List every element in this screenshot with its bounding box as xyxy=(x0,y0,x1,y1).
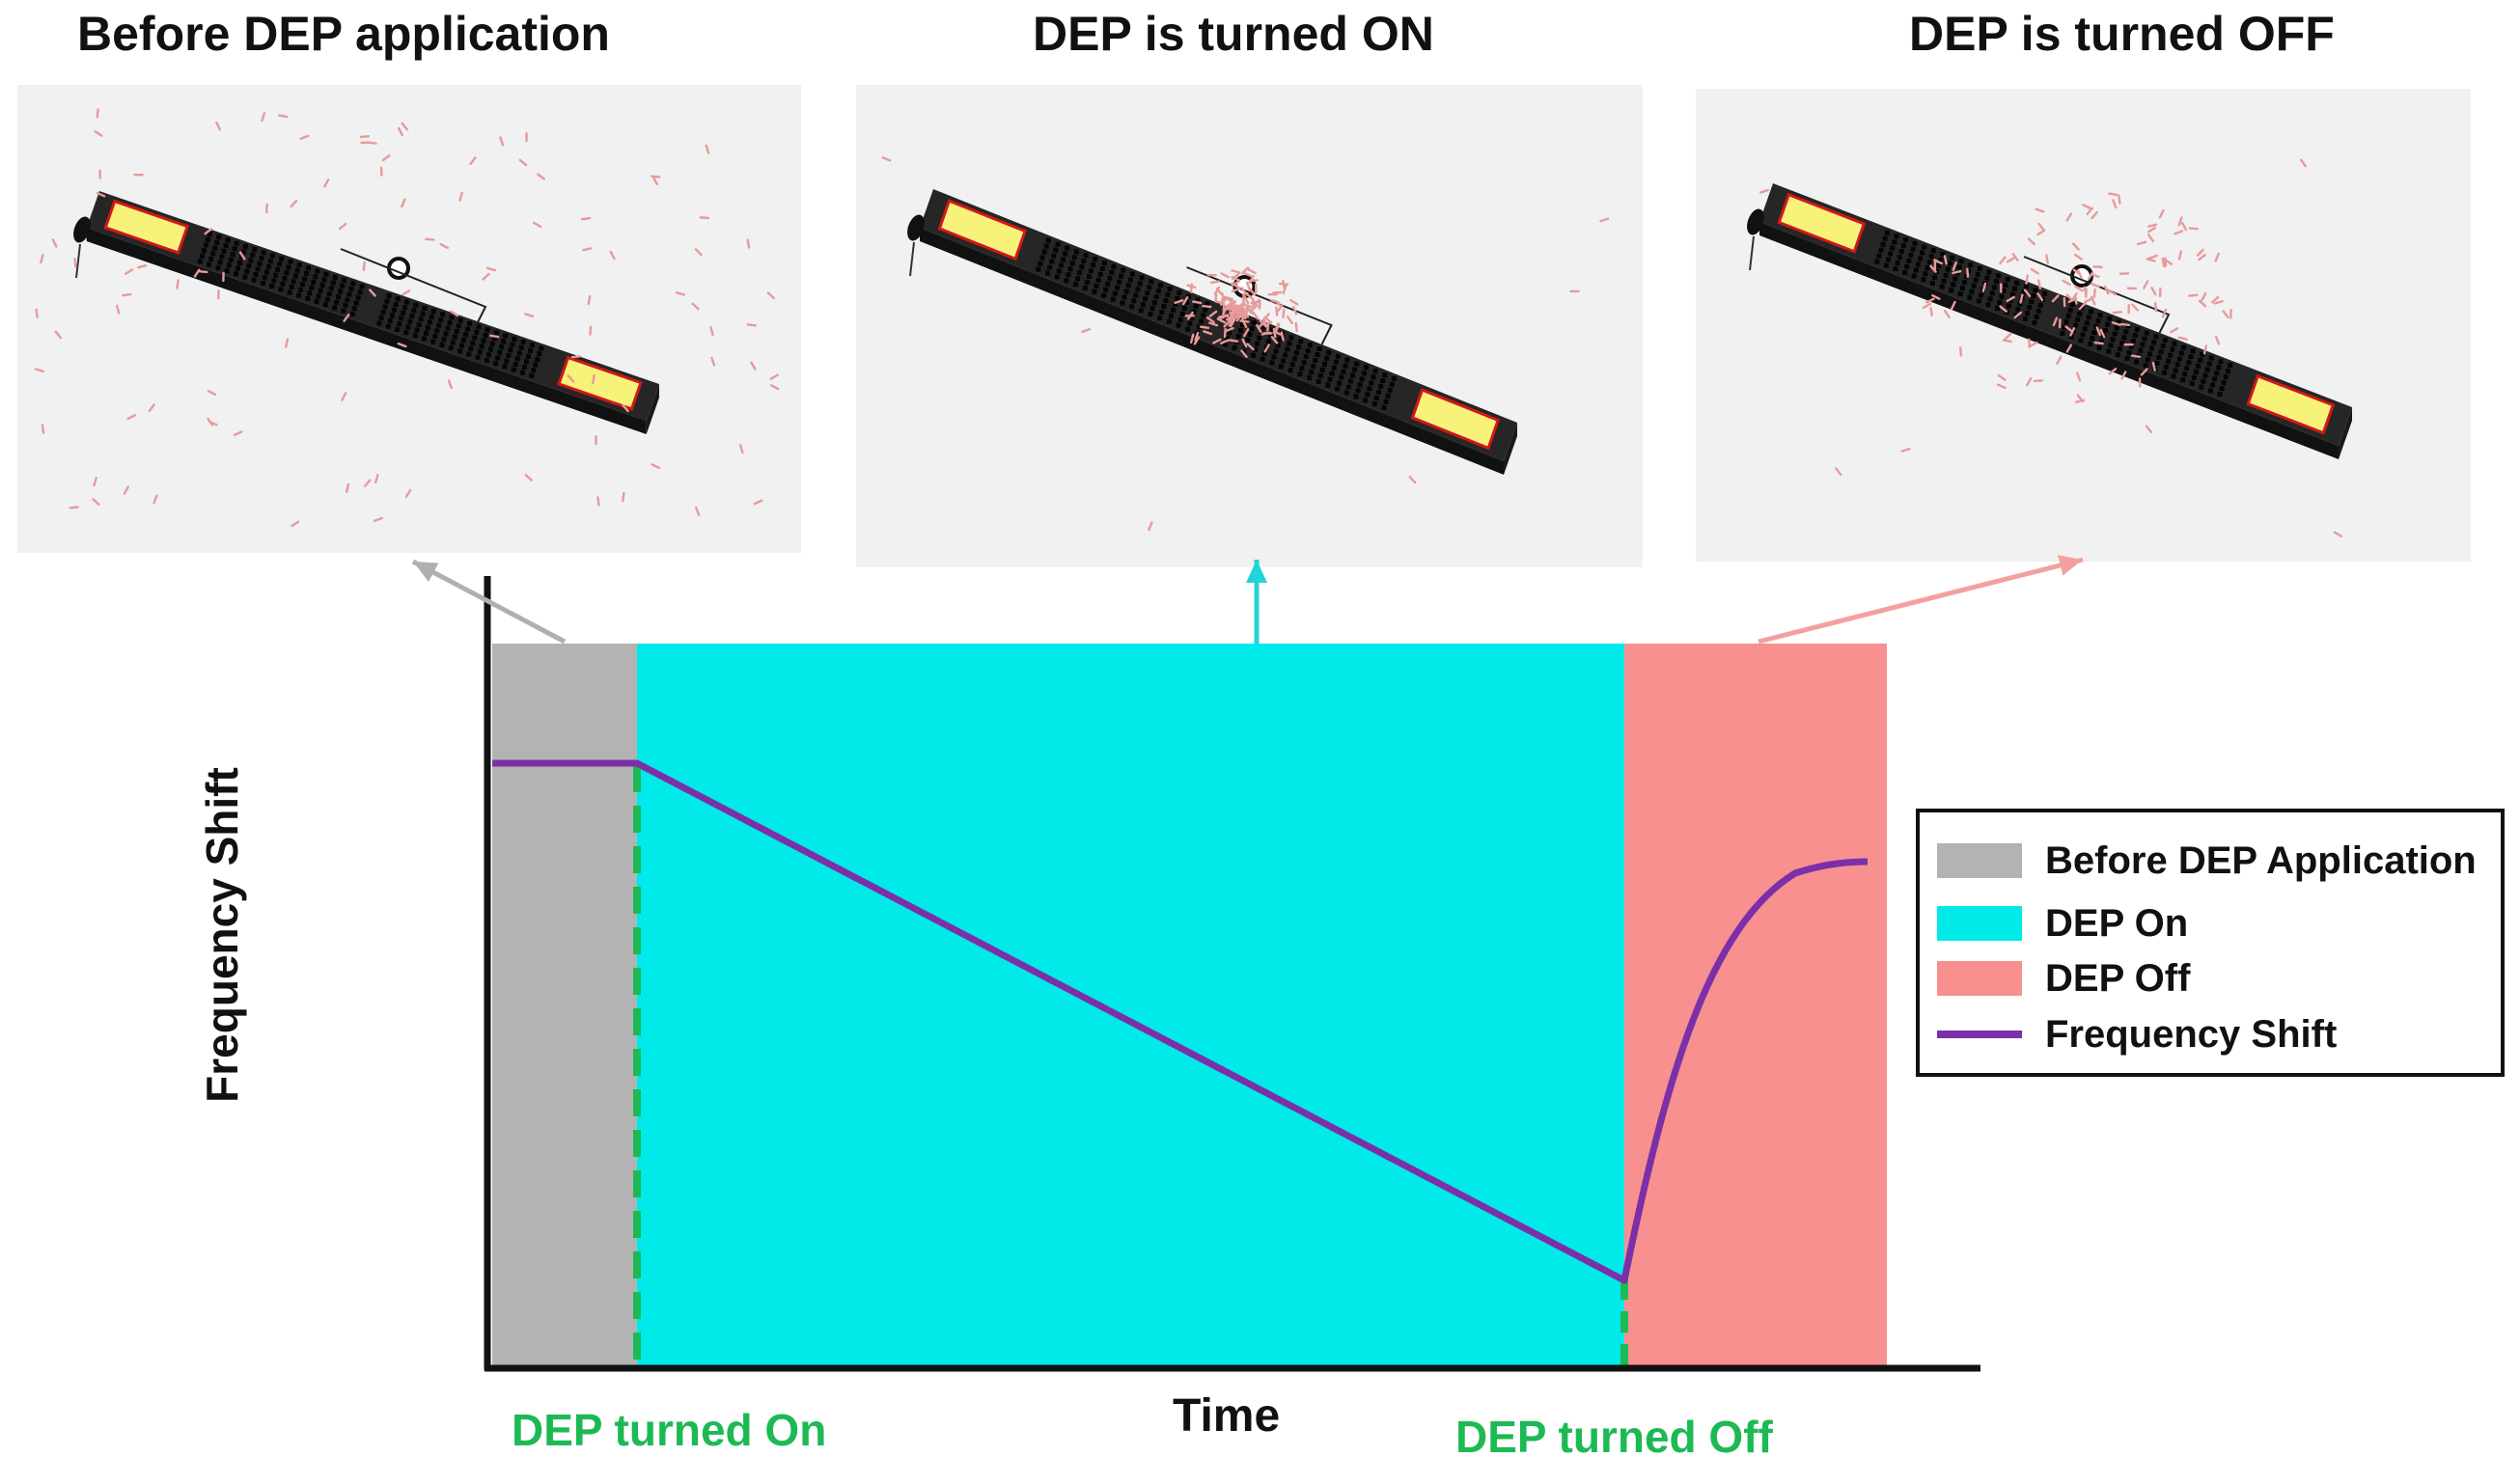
legend-item-before: Before DEP Application xyxy=(1937,838,2477,882)
panel-dep-off xyxy=(1696,89,2471,562)
panel-before-dep xyxy=(17,85,801,553)
cantilever-illustration-on xyxy=(881,156,1610,532)
frequency-shift-curve xyxy=(492,759,1869,1284)
panel-title-off: DEP is turned OFF xyxy=(1909,7,2335,61)
before-dep-region xyxy=(492,644,637,1367)
arrow-on xyxy=(1246,560,1267,645)
legend-label-before: Before DEP Application xyxy=(2045,838,2477,882)
legend-swatch-before xyxy=(1937,843,2022,878)
panel-title-on: DEP is turned ON xyxy=(1033,7,1434,61)
legend-swatch-on xyxy=(1937,906,2022,941)
dep-turned-on-label: DEP turned On xyxy=(512,1405,827,1455)
cantilever-illustration-off xyxy=(1747,158,2352,537)
legend-item-frequency-shift: Frequency Shift xyxy=(1937,1012,2338,1056)
legend-swatch-off xyxy=(1937,961,2022,996)
legend-line-frequency-shift xyxy=(1937,1031,2022,1038)
arrow-off xyxy=(1758,555,2084,645)
x-axis-label: Time xyxy=(1173,1390,1281,1442)
cantilever-illustration-before xyxy=(34,108,780,528)
legend: Before DEP Application DEP On DEP Off Fr… xyxy=(1916,809,2505,1077)
dep-off-region xyxy=(1624,644,1887,1367)
legend-item-off: DEP Off xyxy=(1937,956,2191,1000)
panel-dep-on xyxy=(856,85,1643,567)
legend-item-on: DEP On xyxy=(1937,901,2189,945)
arrow-before xyxy=(411,559,567,645)
legend-label-on: DEP On xyxy=(2045,901,2189,945)
dep-turned-off-label: DEP turned Off xyxy=(1455,1412,1773,1462)
y-axis-label: Frequency Shift xyxy=(197,767,247,1103)
legend-label-off: DEP Off xyxy=(2045,956,2191,1000)
legend-label-frequency-shift: Frequency Shift xyxy=(2045,1012,2338,1056)
dep-on-region xyxy=(637,644,1624,1367)
panel-title-before: Before DEP application xyxy=(77,7,610,61)
